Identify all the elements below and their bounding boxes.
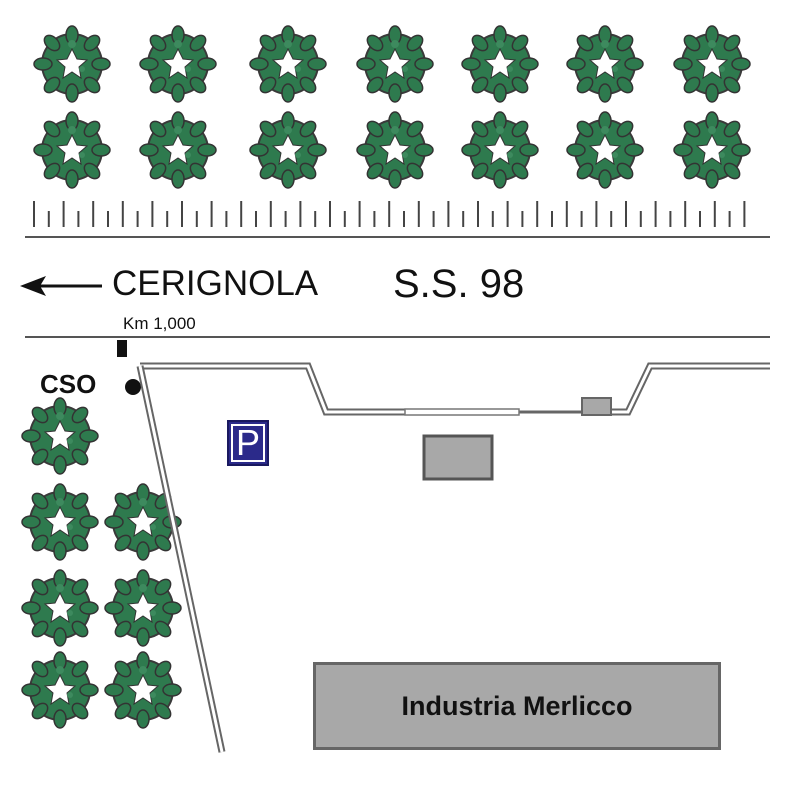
km-marker-post xyxy=(117,340,127,357)
tree-icon xyxy=(461,25,539,103)
tree-icon xyxy=(673,25,751,103)
road-label: S.S. 98 xyxy=(393,262,525,306)
tree-icon xyxy=(566,111,644,189)
tree-icon xyxy=(139,111,217,189)
tree-icon xyxy=(33,25,112,103)
site-boundary xyxy=(136,362,770,753)
tree-icon xyxy=(104,651,182,729)
cso-label: CSO xyxy=(40,369,97,399)
tree-icon xyxy=(21,483,100,561)
tree-icon xyxy=(249,25,327,103)
tree-icon xyxy=(566,25,644,103)
tree-icon xyxy=(356,25,434,103)
tree-icon xyxy=(21,651,100,729)
direction-label: CERIGNOLA xyxy=(112,264,319,303)
factory-label: Industria Merlicco xyxy=(401,690,633,721)
parking-icon: P xyxy=(227,420,269,466)
roadside-ticks xyxy=(33,201,746,227)
tree-icon xyxy=(461,111,539,189)
tree-icon xyxy=(356,111,434,189)
tree-icon xyxy=(33,111,112,189)
factory-building: Industria Merlicco xyxy=(313,662,721,750)
point-marker-icon xyxy=(125,379,141,395)
tree-icon xyxy=(21,397,100,475)
tree-icon xyxy=(21,569,100,647)
tree-icon xyxy=(104,569,182,647)
tree-icon xyxy=(139,25,217,103)
km-marker-label: Km 1,000 xyxy=(123,314,196,333)
entrance-gate xyxy=(404,408,520,416)
small-building xyxy=(422,434,494,481)
tree-icon xyxy=(249,111,327,189)
parking-label: P xyxy=(231,422,265,463)
tree-icon xyxy=(673,111,751,189)
guard-booth xyxy=(581,397,612,416)
arrow-left-icon xyxy=(20,276,102,296)
